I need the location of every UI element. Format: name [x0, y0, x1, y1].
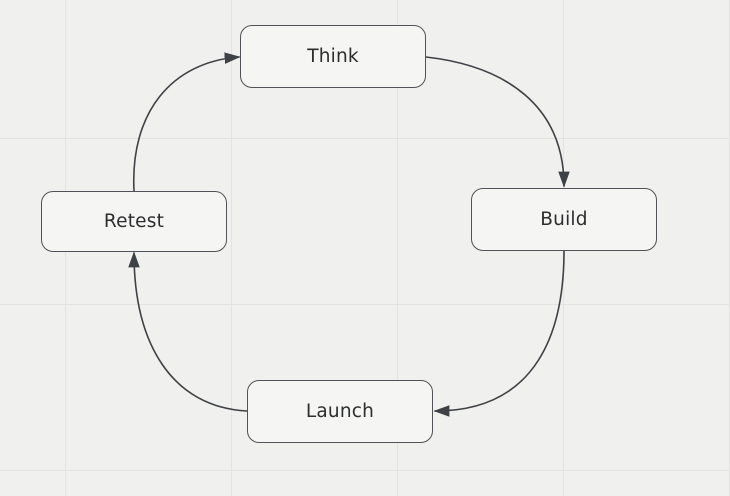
- connector-retest-to-think[interactable]: [133, 52, 241, 192]
- node-think-label: Think: [307, 46, 359, 67]
- node-build[interactable]: Build: [471, 188, 657, 251]
- connector-think-to-build[interactable]: [425, 56, 570, 188]
- connector-build-to-launch[interactable]: [433, 250, 565, 417]
- node-launch-label: Launch: [305, 401, 375, 422]
- connector-launch-to-retest[interactable]: [128, 251, 248, 412]
- node-retest-label: Retest: [103, 211, 165, 232]
- node-retest[interactable]: Retest: [41, 191, 227, 252]
- node-think[interactable]: Think: [240, 25, 426, 88]
- node-build-label: Build: [540, 209, 588, 230]
- node-launch[interactable]: Launch: [247, 380, 433, 443]
